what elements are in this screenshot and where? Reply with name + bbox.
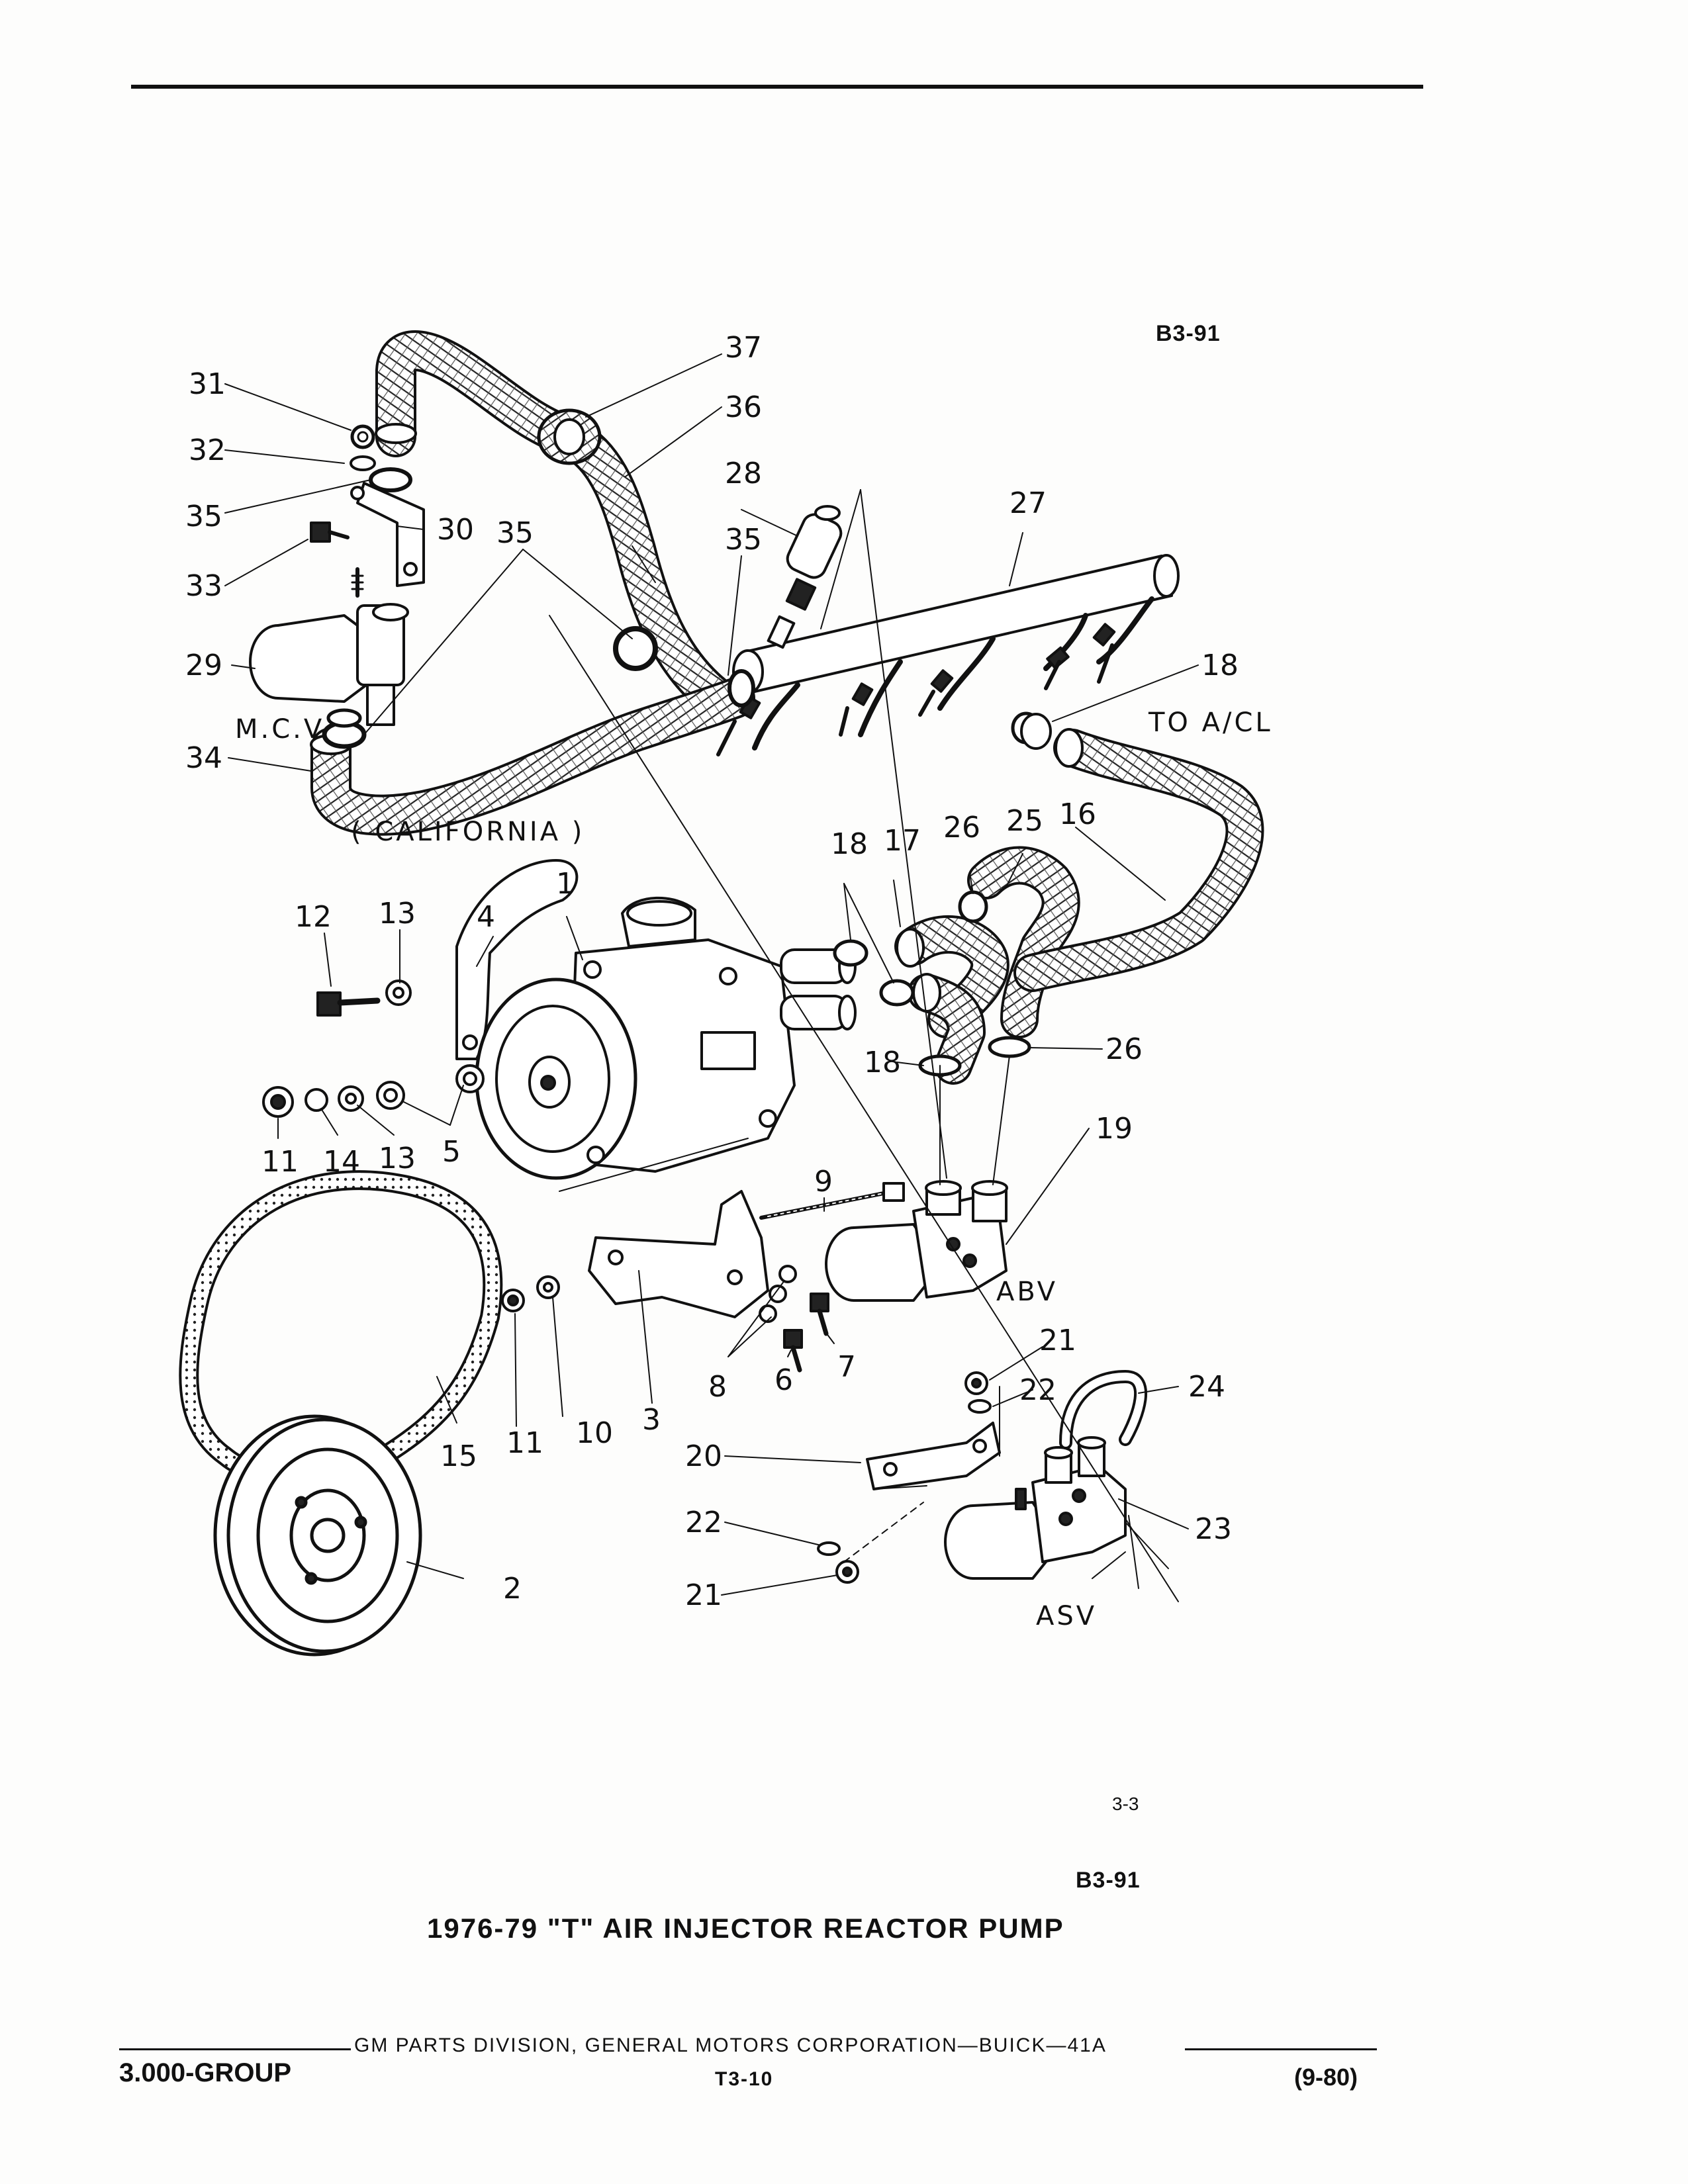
callout-19: 19 — [1096, 1112, 1133, 1146]
callout-12: 12 — [295, 900, 332, 934]
clamp-18-to-acl — [1020, 713, 1052, 750]
bracket-4 — [455, 859, 579, 1060]
hose-36 — [375, 330, 742, 722]
callout-9: 9 — [814, 1165, 833, 1199]
bracket-30 — [350, 482, 425, 587]
callout-25: 25 — [1006, 804, 1043, 838]
callout-36: 36 — [725, 390, 762, 424]
callout-1: 1 — [556, 867, 575, 901]
footer-division: GM PARTS DIVISION, GENERAL MOTORS CORPOR… — [354, 2034, 1107, 2056]
callout-14: 14 — [323, 1145, 360, 1179]
abv-valve-19 — [825, 1180, 1008, 1302]
callout-numbers: 31 32 35 33 29 34 30 35 37 36 28 35 27 1… — [185, 331, 1273, 1631]
parts-11-14-13-5-12-13-top — [262, 979, 485, 1118]
callout-6: 6 — [774, 1363, 793, 1397]
pump-1 — [475, 896, 857, 1180]
callout-2: 2 — [503, 1572, 522, 1606]
callout-24: 24 — [1188, 1370, 1225, 1404]
label-asv: ASV — [1036, 1601, 1097, 1631]
assembly-guide-lines — [549, 489, 1179, 1602]
clamp-35-low — [322, 708, 367, 749]
clamp-35-manifold — [727, 669, 755, 707]
callout-35: 35 — [185, 500, 222, 533]
callout-26-low: 26 — [1105, 1032, 1143, 1066]
footer-rule-right — [1185, 2048, 1377, 2050]
callout-5: 5 — [442, 1135, 461, 1169]
asv-valve-23 — [944, 1436, 1127, 1580]
callout-4: 4 — [477, 900, 495, 934]
nuts-21-22 — [817, 1371, 992, 1584]
callout-35b: 35 — [496, 516, 534, 550]
figure-code-bottom: B3-91 — [1076, 1868, 1141, 1893]
footer-page: T3-10 — [715, 2068, 774, 2090]
figure-code-top: B3-91 — [1156, 321, 1221, 346]
callout-13-low: 13 — [379, 1142, 416, 1175]
hose-lower-17 — [908, 973, 986, 1085]
hose-34 — [310, 678, 755, 836]
bracket-20 — [866, 1422, 1001, 1490]
callout-32: 32 — [189, 433, 226, 467]
mcv-valve-29 — [249, 567, 409, 726]
footer-rule-left — [119, 2048, 351, 2050]
callout-18-mid: 18 — [831, 827, 868, 861]
callout-22-top: 22 — [1019, 1373, 1056, 1407]
belt-15 — [179, 1170, 503, 1488]
page-ref: 3-3 — [1112, 1794, 1139, 1814]
footer-group: 3.000-GROUP — [119, 2058, 292, 2087]
callout-28: 28 — [725, 457, 762, 490]
callout-37: 37 — [725, 331, 762, 365]
callout-23: 23 — [1195, 1512, 1232, 1546]
manifold-pipe-27 — [716, 554, 1180, 756]
callout-18-top: 18 — [1201, 649, 1239, 682]
callout-34: 34 — [185, 741, 222, 775]
check-valve-28 — [767, 505, 843, 649]
callout-33: 33 — [185, 569, 222, 603]
bracket-3 — [588, 1190, 769, 1318]
pulley-2 — [213, 1414, 422, 1657]
label-california: ( CALIFORNIA ) — [351, 817, 585, 847]
callout-31: 31 — [189, 367, 226, 401]
callout-21-top: 21 — [1039, 1324, 1076, 1357]
callout-3: 3 — [642, 1403, 661, 1437]
washer-32 — [350, 455, 376, 471]
callout-29: 29 — [185, 649, 222, 682]
label-to-acl: TO A/CL — [1148, 707, 1273, 738]
callout-18-low: 18 — [864, 1046, 901, 1079]
callout-11-left: 11 — [261, 1145, 299, 1179]
callout-16: 16 — [1059, 797, 1096, 831]
callout-27: 27 — [1009, 486, 1047, 520]
label-abv: ABV — [996, 1277, 1058, 1307]
callout-22-low: 22 — [685, 1506, 722, 1539]
callout-26-top: 26 — [943, 811, 980, 844]
hose-16-to-acl — [1013, 728, 1264, 992]
hose-24 — [1059, 1370, 1148, 1449]
callout-35c: 35 — [725, 523, 762, 557]
callout-30: 30 — [437, 513, 474, 547]
callout-17: 17 — [884, 824, 921, 858]
callout-8: 8 — [708, 1370, 727, 1404]
callout-10: 10 — [576, 1416, 613, 1450]
top-rule — [131, 85, 1423, 89]
nut-31 — [350, 424, 375, 449]
callout-20: 20 — [685, 1439, 722, 1473]
leader-lines — [224, 353, 1199, 1596]
callout-11-mid: 11 — [506, 1426, 543, 1460]
label-mcv: M.C.V — [235, 714, 324, 745]
bolt-33 — [310, 522, 350, 543]
clamp-35-top — [369, 467, 412, 492]
footer-date: (9-80) — [1294, 2064, 1358, 2091]
figure-title: 1976-79 "T" AIR INJECTOR REACTOR PUMP — [427, 1913, 1064, 1944]
clamp-35-mid — [613, 626, 658, 671]
callout-7: 7 — [837, 1350, 856, 1384]
bolts-6-7-8-9-10-11 — [501, 1182, 905, 1373]
callout-15: 15 — [440, 1439, 477, 1473]
callout-13-top: 13 — [379, 897, 416, 931]
callout-21-low: 21 — [685, 1578, 722, 1612]
hose-36-clamp — [537, 408, 602, 465]
